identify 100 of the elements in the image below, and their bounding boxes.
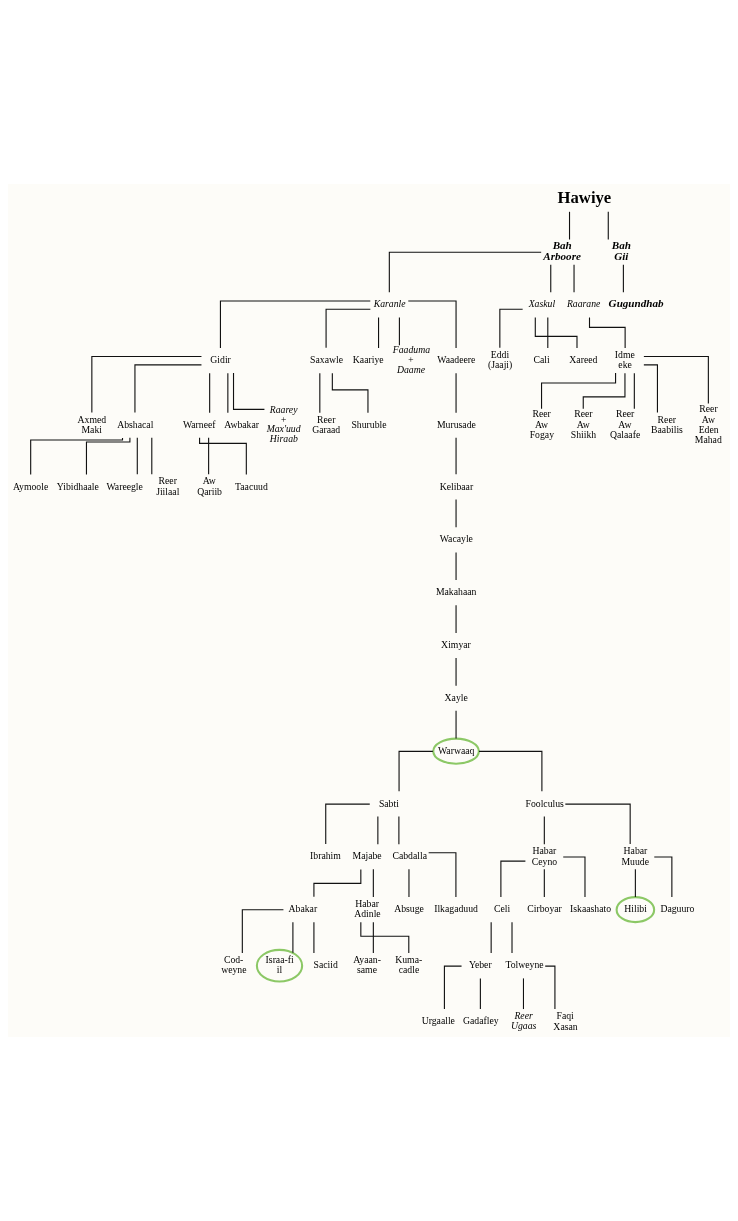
node-text: Cirboyar <box>527 903 562 915</box>
connector <box>428 852 457 898</box>
node-text: Bah Gii <box>611 239 631 263</box>
node-text: Ximyar <box>441 639 471 651</box>
connector <box>564 803 631 845</box>
node-text: Kaariye <box>352 354 384 366</box>
node-text: Cali <box>533 354 550 366</box>
node-text: Faaduma + Daame <box>392 344 431 375</box>
node-text: Wareegle <box>106 480 143 492</box>
node-text: Faqi Xasan <box>553 1010 578 1032</box>
node-text: Reer Aw Shiikh <box>570 408 597 441</box>
connector <box>568 211 571 241</box>
node-text: Gugundhab <box>608 296 664 309</box>
connector <box>325 803 371 845</box>
connector <box>500 860 526 898</box>
node-text: Tolweyne <box>505 959 544 971</box>
connector <box>622 264 624 293</box>
connector <box>653 856 673 898</box>
node-text: Ilkagaduud <box>434 903 478 915</box>
connector <box>643 356 709 404</box>
node-text: Urgaalle <box>421 1015 455 1027</box>
connector <box>208 437 210 475</box>
node-text: Bah Arboore <box>543 239 581 263</box>
node-text: Kelibaar <box>439 480 474 492</box>
node-text: Kuma- cadle <box>395 954 423 976</box>
connector <box>219 300 371 349</box>
node-ellipse: Warwaaq <box>432 737 480 765</box>
connector <box>360 921 410 954</box>
node-text: Awbakar <box>224 418 259 430</box>
node-text: Abshacal <box>117 418 154 430</box>
node-text: Hawiye <box>557 187 612 207</box>
connector <box>543 868 545 898</box>
connector <box>398 750 434 792</box>
connector <box>643 364 658 413</box>
node-text: Habar Adinle <box>354 897 381 920</box>
connector <box>331 372 369 414</box>
node-text: Raarane <box>566 297 601 309</box>
connector <box>398 815 400 845</box>
node-text: Raarey + Max'uud Hiraab <box>266 403 301 444</box>
node-text: Daguuro <box>660 903 695 915</box>
connector <box>85 437 131 476</box>
connector <box>544 965 556 1010</box>
node-text: Reer Aw Qalaafe <box>610 408 641 441</box>
connector <box>522 977 525 1010</box>
connector <box>582 372 626 410</box>
node-text: Reer Ugaas <box>510 1010 537 1031</box>
connector <box>607 211 609 241</box>
connector <box>588 316 626 349</box>
node-text: Idme eke <box>614 348 635 371</box>
connector <box>199 437 247 475</box>
connector <box>388 251 542 293</box>
connector <box>241 909 284 954</box>
connector <box>319 372 321 414</box>
node-text: Eddi (Jaaji) <box>488 348 513 371</box>
connector <box>550 264 552 293</box>
node-text: Wacayle <box>439 533 473 545</box>
node-text: Aw Qariib <box>197 475 222 497</box>
connector <box>499 308 524 349</box>
connector <box>209 372 211 414</box>
connector <box>398 317 400 346</box>
node-text: Gadafley <box>463 1015 499 1027</box>
node-text: Taacuud <box>235 480 268 492</box>
connector <box>292 921 294 954</box>
node-text: Cod- weyne <box>221 954 247 976</box>
connector <box>543 815 545 845</box>
node-text: Saxawle <box>310 354 344 366</box>
connector <box>91 356 202 414</box>
node-text: Habar Muude <box>621 845 650 867</box>
connector <box>372 868 374 898</box>
connector <box>407 300 457 349</box>
node-text: Cabdalla <box>392 850 427 862</box>
connector <box>372 921 374 954</box>
node-text: Reer Garaad <box>312 413 341 435</box>
node-text: Axmed Maki <box>77 413 107 435</box>
connector <box>479 977 481 1010</box>
connector <box>547 317 549 349</box>
node-text: Makahaan <box>435 586 477 598</box>
connector <box>232 372 265 410</box>
node-text: Habar Ceyno <box>531 845 558 867</box>
node-text: Saciid <box>313 959 338 971</box>
node-text: Xaskul <box>528 297 556 309</box>
node-text: Ayaan- same <box>353 954 381 976</box>
node-text: Murusade <box>436 418 476 430</box>
connector <box>455 710 457 740</box>
connector <box>534 317 578 349</box>
connector <box>325 308 371 349</box>
node-text: Sabti <box>378 797 399 809</box>
node-text: Yibidhaale <box>56 480 99 492</box>
connector <box>562 856 586 898</box>
node-text: Majabe <box>352 850 382 862</box>
connector <box>443 965 463 1010</box>
connector <box>313 868 362 898</box>
connector <box>136 437 138 475</box>
node-text: Warneef <box>182 418 216 430</box>
node-text: Reer Jiilaal <box>156 475 180 497</box>
node-text: Abakar <box>288 903 318 915</box>
connector <box>634 868 636 898</box>
node-text: Celi <box>493 903 511 915</box>
connector <box>30 437 124 475</box>
node-text: Absuge <box>394 903 424 915</box>
